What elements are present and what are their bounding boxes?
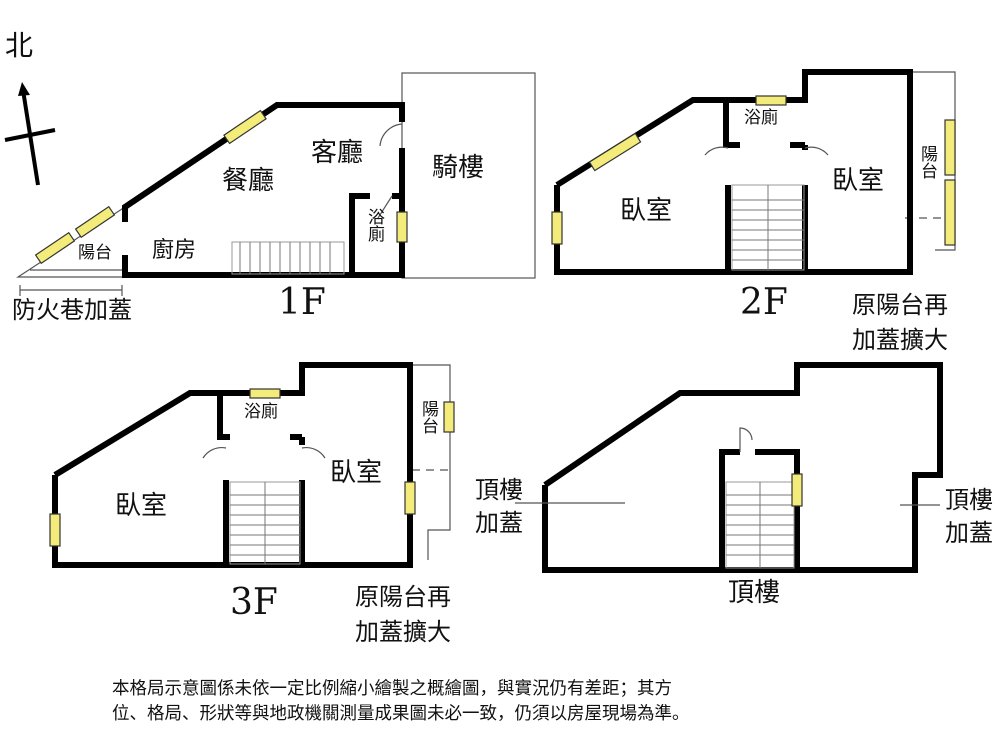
note-roof-left-line2: 加蓋 xyxy=(475,509,523,537)
floor-1f-plan xyxy=(15,72,536,296)
floor-label-1f: 1F xyxy=(278,282,326,323)
note-3f-line2: 加蓋擴大 xyxy=(355,618,451,646)
floor-label-3f: 3F xyxy=(230,582,278,623)
room-dining: 餐廳 xyxy=(222,166,275,196)
note-roof-right-line2: 加蓋 xyxy=(945,519,993,547)
note-3f-line1: 原陽台再 xyxy=(355,583,451,611)
room-bedroom-2f-left: 臥室 xyxy=(620,196,673,226)
room-bedroom-2f-right: 臥室 xyxy=(832,166,885,196)
room-balcony-3f: 陽台 xyxy=(418,400,438,434)
room-balcony-2f: 陽台 xyxy=(917,145,937,179)
room-balcony-1f: 陽台 xyxy=(78,243,112,263)
note-fire-lane: 防火巷加蓋 xyxy=(12,296,132,324)
room-kitchen: 廚房 xyxy=(152,238,197,263)
floor-2f-plan xyxy=(551,69,956,275)
room-bath-2f: 浴廁 xyxy=(744,108,778,128)
room-bath-3f: 浴廁 xyxy=(244,402,278,422)
room-bedroom-3f-left: 臥室 xyxy=(115,491,168,521)
floor-label-2f: 2F xyxy=(740,282,788,323)
note-2f-line1: 原陽台再 xyxy=(852,291,948,319)
floor-3f-plan xyxy=(49,362,455,568)
room-living: 客廳 xyxy=(311,138,364,168)
floor-roof-plan xyxy=(515,362,943,573)
note-2f-line2: 加蓋擴大 xyxy=(852,326,948,354)
note-roof-left-line1: 頂樓 xyxy=(475,476,523,504)
room-bedroom-3f-right: 臥室 xyxy=(330,458,383,488)
floor-label-roof: 頂樓 xyxy=(728,578,781,608)
disclaimer-footnote: 本格局示意圖係未依一定比例縮小繪製之概繪圖，與實況仍有差距；其方 位、格局、形狀… xyxy=(112,677,690,728)
disclaimer-line-1: 本格局示意圖係未依一定比例縮小繪製之概繪圖，與實況仍有差距；其方 xyxy=(112,679,672,699)
north-label: 北 xyxy=(5,29,34,62)
note-roof-right-line1: 頂樓 xyxy=(945,486,993,514)
room-bath-1f: 浴廁 xyxy=(364,208,384,242)
room-arcade: 騎樓 xyxy=(432,153,485,183)
disclaimer-line-2: 位、格局、形狀等與地政機關測量成果圖未必一致，仍須以房屋現場為準。 xyxy=(112,704,690,725)
north-arrow-icon xyxy=(4,82,56,186)
